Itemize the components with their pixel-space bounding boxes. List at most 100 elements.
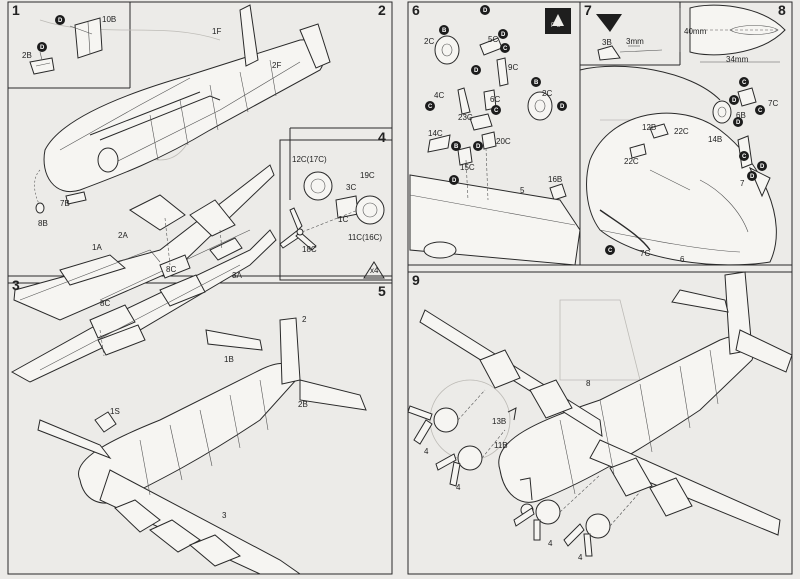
part-label: 22C — [624, 157, 639, 166]
step-3-wing — [13, 164, 275, 321]
glue-mark-letter: D — [560, 104, 565, 110]
glue-mark-letter: C — [503, 46, 508, 52]
glue-mark-letter: D — [760, 164, 765, 170]
part-label: 3A — [232, 271, 242, 280]
glue-mark — [480, 5, 490, 15]
dimension-label: 40mm — [684, 27, 707, 36]
part-label: 13B — [492, 417, 506, 426]
glue-mark-letter: B — [442, 28, 447, 34]
part-label: 14C — [428, 129, 443, 138]
step-numbers: 1 2 3 4 5 6 7 8 9 — [12, 2, 786, 299]
glue-mark-letter: D — [750, 174, 755, 180]
glue-mark — [500, 43, 510, 53]
glue-mark-letter: B — [454, 144, 459, 150]
part-label: 20C — [496, 137, 511, 146]
part-label: 8B — [38, 219, 48, 228]
glue-mark-letter: D — [736, 120, 741, 126]
ps-badge — [545, 8, 571, 34]
part-label: 7C — [768, 99, 778, 108]
part-label: 18C — [302, 245, 317, 254]
glue-mark — [605, 245, 615, 255]
part-label: 12B — [642, 123, 656, 132]
step-9-aircraft — [419, 271, 793, 536]
glue-mark — [55, 15, 65, 25]
part-label: 2C — [424, 37, 434, 46]
glue-mark — [439, 25, 449, 35]
part-label: 7B — [60, 199, 70, 208]
x4-badge — [363, 261, 385, 279]
glue-mark-letter: D — [474, 68, 479, 74]
part-labels: 10B 2B 1F 2F 7B 8B 2A 1A 8C 3A 8C 12C(17… — [22, 15, 778, 562]
glue-mark-letter: D — [501, 32, 506, 38]
step-number: 2 — [378, 2, 386, 18]
part-label: 5C — [488, 35, 498, 44]
step-number: 7 — [584, 2, 592, 18]
part-label: 5 — [520, 186, 525, 195]
step-4-engine — [279, 171, 385, 251]
step-number: 5 — [378, 283, 386, 299]
part-label: 6B — [736, 111, 746, 120]
glue-marks — [37, 5, 767, 255]
glue-mark — [491, 105, 501, 115]
glue-mark — [425, 101, 435, 111]
glue-mark — [747, 171, 757, 181]
glue-mark-letter: C — [742, 154, 747, 160]
glue-mark — [498, 29, 508, 39]
part-label: 22C — [674, 127, 689, 136]
step-1-detail — [29, 17, 103, 75]
part-label: 2F — [272, 61, 281, 70]
step-9-propellers — [407, 389, 641, 557]
part-label: 2A — [118, 231, 128, 240]
part-label: 8C — [100, 299, 110, 308]
glue-mark — [733, 117, 743, 127]
glue-mark-letter: D — [476, 144, 481, 150]
glue-mark — [755, 105, 765, 115]
glue-mark-letter: C — [494, 108, 499, 114]
part-label: 4 — [456, 483, 461, 492]
step-8-nose-top — [679, 4, 786, 63]
part-label: 16B — [548, 175, 562, 184]
part-label: 2B — [22, 51, 32, 60]
glue-mark-letter: D — [732, 98, 737, 104]
glue-mark-letter: C — [742, 80, 747, 86]
glue-mark-letter: D — [483, 8, 488, 14]
part-label: 11B — [494, 441, 508, 450]
step-number: 6 — [412, 2, 420, 18]
part-label: 8C — [166, 265, 176, 274]
part-label: 4C — [434, 91, 444, 100]
glue-mark-letters: D D D B D D B C C B D D C D C C D D C C … — [40, 8, 765, 254]
part-label: 9C — [508, 63, 518, 72]
step-number: 3 — [12, 277, 20, 293]
glue-mark — [451, 141, 461, 151]
glue-mark-letter: D — [452, 178, 457, 184]
part-label: 4 — [424, 447, 429, 456]
glue-mark-letter: C — [428, 104, 433, 110]
part-label: 11C(16C) — [348, 233, 382, 242]
glue-mark-letter: B — [534, 80, 539, 86]
glue-mark — [471, 65, 481, 75]
glue-mark — [531, 77, 541, 87]
part-label: 23C — [458, 113, 473, 122]
glue-mark-letter: D — [58, 18, 63, 24]
glue-mark — [729, 95, 739, 105]
part-label: 3C — [346, 183, 356, 192]
step-2-fuselage — [34, 4, 331, 214]
glue-mark — [37, 42, 47, 52]
part-label: 8 — [586, 379, 591, 388]
part-label: 3B — [602, 38, 612, 47]
glue-mark — [449, 175, 459, 185]
part-label: 15C — [460, 163, 475, 172]
step-3-lower-wing — [10, 229, 277, 383]
part-label: 1F — [212, 27, 221, 36]
step-5-aircraft — [37, 317, 367, 575]
part-label: 2C — [542, 89, 552, 98]
part-label: 6C — [490, 95, 500, 104]
glue-mark — [739, 151, 749, 161]
part-label: 1B — [224, 355, 234, 364]
glue-mark — [473, 141, 483, 151]
step-number: 8 — [778, 2, 786, 18]
part-label: 19C — [360, 171, 375, 180]
part-label: 4 — [578, 553, 583, 562]
